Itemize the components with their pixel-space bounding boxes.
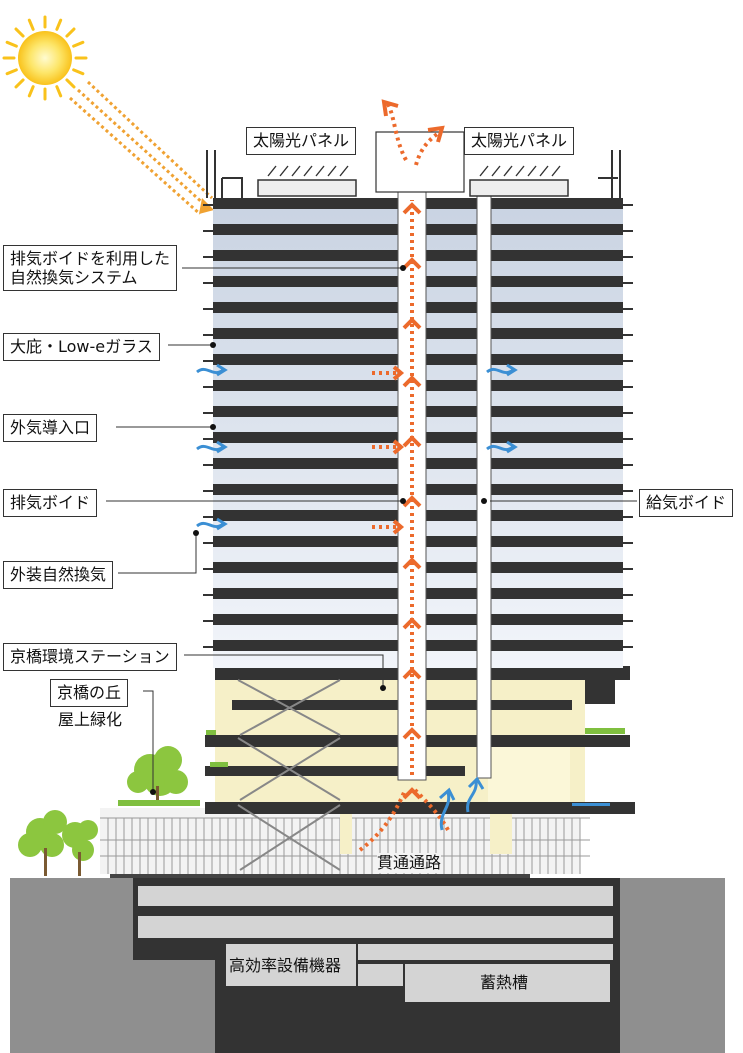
exhaust-airflow [358, 103, 450, 852]
tower [203, 131, 633, 781]
rooftop-greening-label: 屋上緑化 [58, 710, 123, 729]
solar-panel-left [257, 179, 357, 197]
intake-airflow [196, 363, 518, 831]
thermal-storage-tank-label: 蓄熱槽 [480, 973, 529, 992]
eaves-glass-label: 大庇・Low-eガラス [3, 333, 160, 361]
thermal-storage-tank [405, 964, 610, 1002]
water-strip [572, 803, 610, 806]
exhaust-void-system-line2: 自然換気システム [10, 268, 138, 287]
kyobashi-hill-label: 京橋の丘 [50, 679, 129, 707]
solar-panel-left-label: 太陽光パネル [246, 127, 357, 155]
solar-panel-right-label: 太陽光パネル [464, 127, 575, 155]
solar-panel-right [469, 179, 569, 197]
supply-void [476, 185, 492, 779]
facade-natural-ventilation-label: 外装自然換気 [3, 561, 114, 589]
exhaust-void-label: 排気ボイド [3, 489, 98, 517]
exhaust-void-system-label: 排気ボイドを利用した 自然換気システム [3, 245, 178, 291]
rooftop-green-strip [118, 728, 625, 806]
basement [133, 878, 630, 1053]
efficient-equipment-label: 高効率設備機器 [229, 956, 342, 975]
sunlight-beam [69, 80, 214, 216]
supply-void-label: 給気ボイド [639, 489, 734, 517]
equipment-room [226, 944, 356, 986]
sun-icon [2, 15, 88, 101]
exhaust-void-system-line1: 排気ボイドを利用した [10, 249, 171, 268]
leader-dots [150, 265, 487, 795]
podium [100, 666, 635, 878]
escalators [237, 679, 341, 871]
kyobashi-station-label: 京橋環境ステーション [3, 643, 177, 671]
outside-air-intake-label: 外気導入口 [3, 414, 98, 442]
leader-lines [106, 267, 637, 790]
tree-icon [18, 746, 188, 876]
through-passage-label: 貫通通路 [377, 853, 442, 873]
